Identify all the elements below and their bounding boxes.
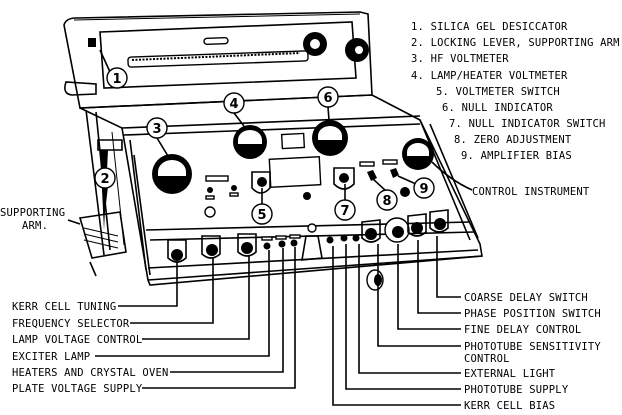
callout-1-label: 1 bbox=[112, 72, 121, 87]
legend: 1. SILICA GEL DESICCATOR 2. LOCKING LEVE… bbox=[411, 21, 620, 162]
callouts: 1 2 3 4 5 6 7 8 9 bbox=[94, 49, 435, 225]
null-indicator bbox=[312, 120, 348, 156]
callout-3-label: 3 bbox=[152, 122, 161, 137]
callout-3 bbox=[146, 117, 168, 139]
label-phototube-sensitivity: PHOTOTUBE SENSITIVITY bbox=[464, 341, 601, 353]
callout-6 bbox=[317, 86, 339, 108]
desiccator bbox=[88, 38, 96, 47]
right-leaders bbox=[332, 236, 461, 406]
callout-6-label: 6 bbox=[323, 91, 332, 106]
label-phototube-sensitivity-2: CONTROL bbox=[464, 353, 510, 365]
top-housing bbox=[63, 11, 373, 109]
locking-handle bbox=[64, 81, 97, 96]
control-instrument-label: CONTROL INSTRUMENT bbox=[472, 186, 590, 198]
legend-item-9: 9. AMPLIFIER BIAS bbox=[461, 150, 572, 162]
callout-5 bbox=[251, 203, 273, 225]
callout-2-label: 2 bbox=[100, 172, 109, 187]
bottom-controls bbox=[167, 209, 449, 291]
callout-9-label: 9 bbox=[419, 182, 428, 197]
label-external-light: EXTERNAL LIGHT bbox=[464, 368, 556, 380]
lamp-heater-voltmeter bbox=[233, 125, 267, 159]
legend-item-6: 6. NULL INDICATOR bbox=[442, 102, 553, 114]
meters bbox=[152, 120, 434, 218]
callout-5-label: 5 bbox=[257, 208, 266, 223]
legend-item-3: 3. HF VOLTMETER bbox=[411, 53, 509, 65]
supporting-arm-label: SUPPORTING bbox=[0, 207, 65, 219]
main-panel bbox=[78, 94, 483, 286]
label-kerr-cell-tuning: KERR CELL TUNING bbox=[12, 301, 116, 313]
supporting-arm-label-2: ARM. bbox=[22, 220, 48, 232]
callout-4 bbox=[223, 92, 245, 114]
callout-7 bbox=[334, 199, 356, 221]
legend-item-4: 4. LAMP/HEATER VOLTMETER bbox=[411, 70, 568, 82]
callout-7-label: 7 bbox=[340, 204, 349, 219]
label-frequency-selector: FREQUENCY SELECTOR bbox=[12, 318, 130, 330]
callout-8 bbox=[376, 189, 398, 211]
label-fine-delay-control: FINE DELAY CONTROL bbox=[464, 324, 581, 336]
label-plate-voltage-supply: PLATE VOLTAGE SUPPLY bbox=[12, 383, 143, 395]
hf-voltmeter bbox=[152, 154, 192, 194]
callout-9 bbox=[413, 177, 435, 199]
control-instrument bbox=[402, 138, 434, 170]
label-phototube-supply: PHOTOTUBE SUPPLY bbox=[464, 384, 569, 396]
legend-item-8: 8. ZERO ADJUSTMENT bbox=[454, 134, 572, 146]
label-coarse-delay-switch: COARSE DELAY SWITCH bbox=[464, 292, 588, 304]
label-heaters-crystal-oven: HEATERS AND CRYSTAL OVEN bbox=[12, 367, 169, 379]
label-exciter-lamp: EXCITER LAMP bbox=[12, 351, 90, 363]
legend-item-2: 2. LOCKING LEVER, SUPPORTING ARM bbox=[411, 37, 620, 49]
callout-2 bbox=[94, 167, 116, 189]
callout-8-label: 8 bbox=[382, 194, 391, 209]
label-phase-position-switch: PHASE POSITION SWITCH bbox=[464, 308, 601, 320]
legend-item-5: 5. VOLTMETER SWITCH bbox=[436, 86, 560, 98]
legend-item-1: 1. SILICA GEL DESICCATOR bbox=[411, 21, 568, 33]
left-leaders bbox=[95, 247, 296, 389]
callout-4-label: 4 bbox=[229, 97, 238, 112]
right-labels: COARSE DELAY SWITCH PHASE POSITION SWITC… bbox=[464, 292, 601, 412]
left-labels: KERR CELL TUNING FREQUENCY SELECTOR LAMP… bbox=[12, 301, 169, 395]
legend-item-7: 7. NULL INDICATOR SWITCH bbox=[449, 118, 606, 130]
callout-1 bbox=[106, 67, 128, 89]
label-kerr-cell-bias: KERR CELL BIAS bbox=[464, 400, 555, 412]
label-lamp-voltage-control: LAMP VOLTAGE CONTROL bbox=[12, 334, 142, 346]
